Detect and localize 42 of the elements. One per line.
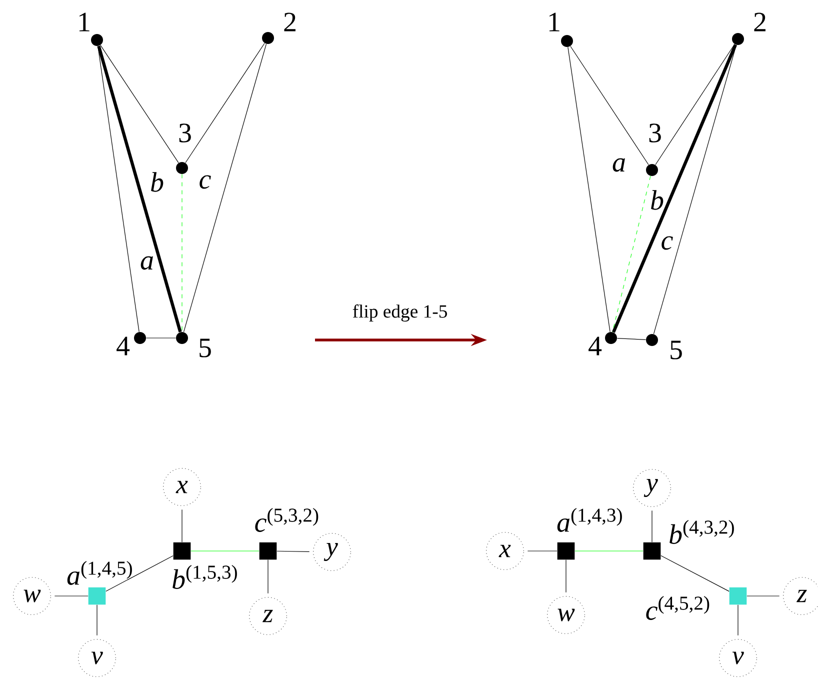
- triangle-label: b$^{(4,3,2)}$: [670, 520, 734, 544]
- triangle-letter: c: [200, 175, 211, 189]
- vertex-number: 5: [670, 340, 682, 360]
- edge-line: [574, 550, 644, 552]
- vertex-number: 5: [200, 338, 211, 358]
- vertex-number: 1: [549, 12, 560, 32]
- edge-line: [568, 46, 610, 332]
- edge-line: [96, 604, 98, 636]
- vertex-number: 3: [179, 124, 191, 142]
- vertex-number: 3: [649, 124, 661, 142]
- vertex-number: 4: [588, 336, 602, 356]
- vertex-number: 2: [284, 12, 296, 32]
- triangle-letter: a: [612, 158, 625, 172]
- edge-line: [653, 44, 737, 334]
- arrow-caption: flip edge 1-5: [352, 304, 447, 322]
- triangle-label: c$^{(4,5,2)}$: [646, 596, 710, 620]
- vertex-number: 4: [116, 336, 130, 356]
- triangle-letter: a: [140, 256, 153, 270]
- edge-line: [97, 46, 182, 332]
- edge-line: [276, 550, 310, 552]
- vertex-number: 2: [754, 12, 766, 32]
- triangle-label: a$^{(1,4,5)}$: [67, 561, 132, 585]
- edge-line: [100, 44, 179, 164]
- edge-line: [612, 44, 738, 333]
- edge-line: [655, 44, 735, 166]
- edge-line: [527, 550, 558, 552]
- triangle-letter: b: [151, 172, 164, 192]
- edge-line: [190, 550, 260, 552]
- edge-line: [660, 555, 730, 592]
- triangle-label: a$^{(1,4,3)}$: [557, 508, 622, 532]
- edge-line: [98, 46, 140, 332]
- vertex-number: 1: [79, 12, 90, 32]
- edge-line: [616, 338, 646, 340]
- triangle-label: b$^{(1,5,3)}$: [172, 565, 237, 589]
- triangle-label: c$^{(5,3,2)}$: [255, 508, 318, 532]
- edge-line: [106, 555, 174, 592]
- triangle-letter: b: [651, 190, 664, 210]
- edge-line: [570, 46, 649, 166]
- triangle-letter: c: [662, 236, 673, 250]
- edge-line: [612, 176, 651, 332]
- edge-line: [185, 42, 265, 164]
- edge-line: [183, 44, 267, 332]
